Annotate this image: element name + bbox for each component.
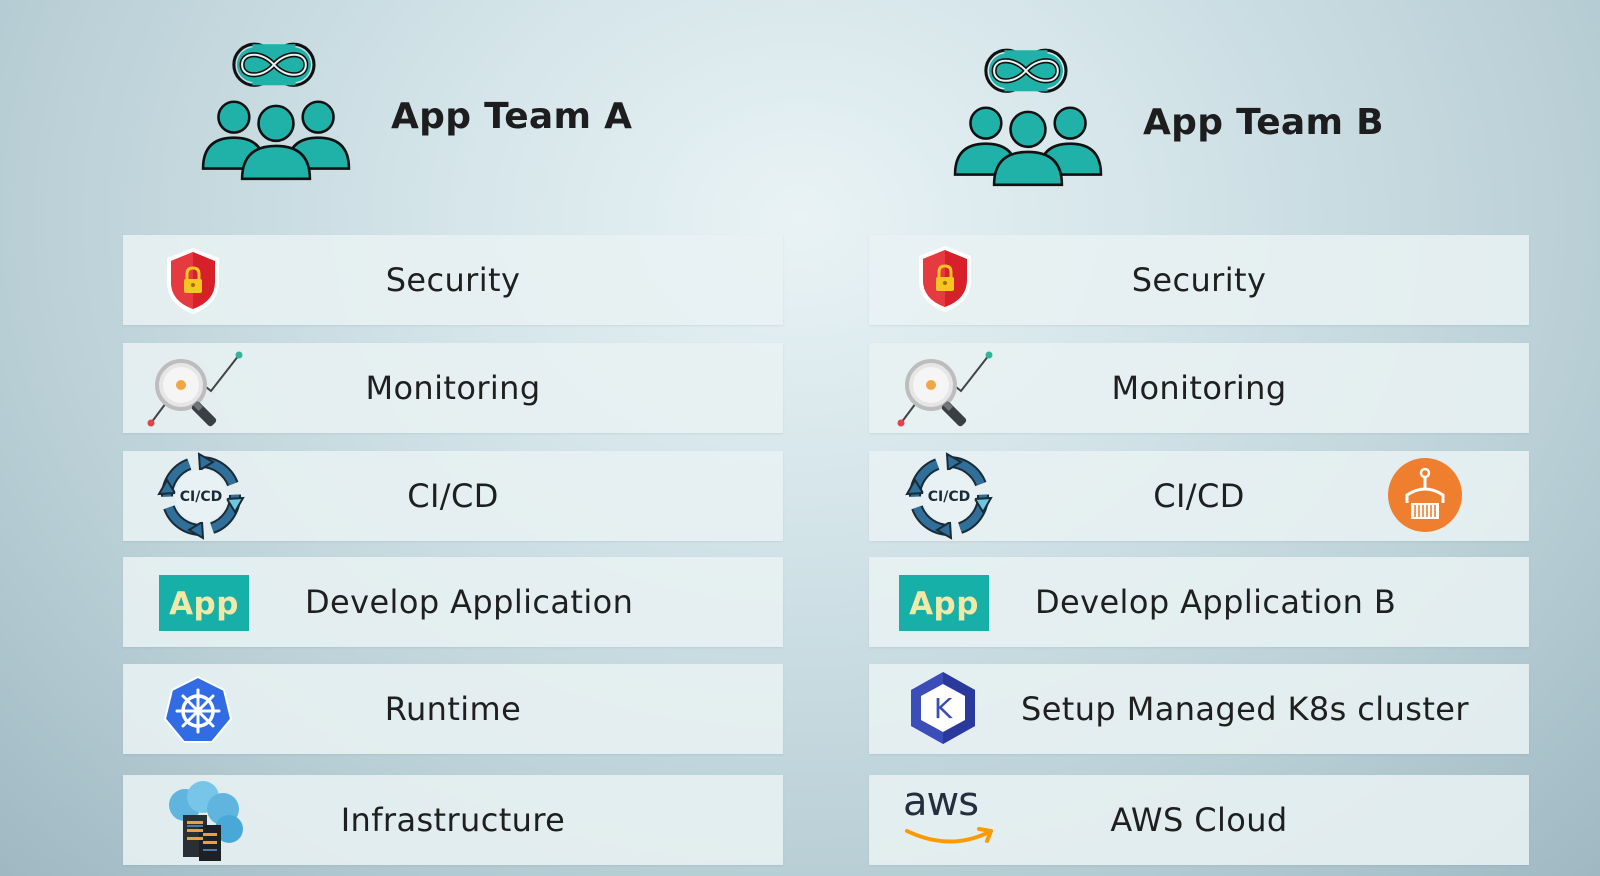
row-label: CI/CD — [407, 477, 499, 515]
row-label: Infrastructure — [340, 801, 566, 839]
app-badge-icon: App — [159, 575, 249, 631]
row-monitoring: Monitoring — [123, 343, 783, 433]
row-label: Develop Application B — [1035, 583, 1397, 621]
team-devops-icon — [953, 44, 1103, 190]
app-badge-icon: App — [899, 575, 989, 631]
robot-crane-icon — [1387, 457, 1463, 533]
row-label: AWS Cloud — [1110, 801, 1288, 839]
row-security: Security — [869, 235, 1529, 325]
row-label: Security — [1131, 261, 1267, 299]
row-label: Security — [385, 261, 521, 299]
row-label: Setup Managed K8s cluster — [1021, 690, 1469, 728]
row-label: Runtime — [384, 690, 522, 728]
row-aws-cloud: aws AWS Cloud — [869, 775, 1529, 865]
team-b-column: App Team B Security Monitoring CI/CD App… — [869, 0, 1529, 876]
team-a-column: App Team A Security Monitoring CI/CD App… — [123, 0, 783, 876]
team-b-title: App Team B — [1143, 102, 1384, 143]
row-setup-k8s: Setup Managed K8s cluster — [869, 664, 1529, 754]
row-runtime: Runtime — [123, 664, 783, 754]
row-label: Monitoring — [1111, 369, 1287, 407]
row-develop-application: App Develop Application — [123, 557, 783, 647]
row-security: Security — [123, 235, 783, 325]
row-infrastructure: Infrastructure — [123, 775, 783, 865]
aws-smile-icon — [905, 827, 993, 844]
row-monitoring: Monitoring — [869, 343, 1529, 433]
team-b-header: App Team B — [953, 44, 1513, 194]
row-cicd: CI/CD — [869, 451, 1529, 541]
team-devops-icon — [201, 38, 351, 184]
aws-logo-icon: aws — [903, 779, 979, 825]
row-label: Monitoring — [365, 369, 541, 407]
row-cicd: CI/CD — [123, 451, 783, 541]
row-label: CI/CD — [1153, 477, 1245, 515]
team-a-title: App Team A — [391, 96, 633, 137]
row-develop-application-b: App Develop Application B — [869, 557, 1529, 647]
team-a-header: App Team A — [201, 38, 761, 188]
eks-icon — [911, 672, 975, 744]
row-label: Develop Application — [305, 583, 634, 621]
